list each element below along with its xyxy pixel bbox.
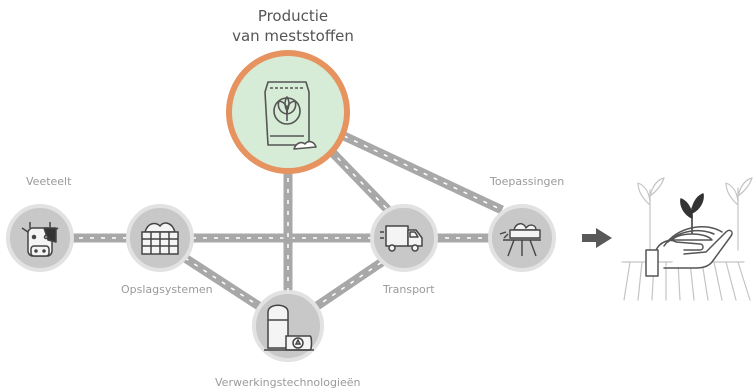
applications-node: [488, 204, 556, 272]
label-processing: Verwerkingstechnologieën: [215, 376, 361, 389]
hand-with-seedling-icon: [621, 177, 753, 301]
road-storage-processing: [182, 254, 265, 312]
storage-bin-icon: [141, 222, 179, 255]
road-processing-transport: [311, 258, 385, 312]
processing-tank-icon: [264, 304, 314, 351]
label-storage: Opslagsystemen: [121, 283, 213, 296]
fertilizer-bag-icon: [264, 81, 317, 150]
page-title: Productie van meststoffen: [208, 6, 378, 46]
truck-icon: [380, 225, 423, 252]
processing-node: [252, 290, 324, 362]
label-livestock: Veeteelt: [26, 175, 72, 188]
spreader-icon: [499, 223, 541, 257]
title-line-1: Productie: [257, 7, 329, 25]
storage-node: [126, 204, 194, 272]
result-arrow: [582, 228, 612, 248]
transport-node: [370, 204, 438, 272]
road-central-applications: [342, 131, 504, 215]
cow-icon: [21, 222, 59, 257]
livestock-node: [6, 204, 74, 272]
label-applications: Toepassingen: [490, 175, 565, 188]
road-central-transport: [326, 146, 394, 216]
central-node: [226, 50, 350, 174]
title-line-2: van meststoffen: [232, 27, 354, 45]
label-transport: Transport: [383, 283, 435, 296]
